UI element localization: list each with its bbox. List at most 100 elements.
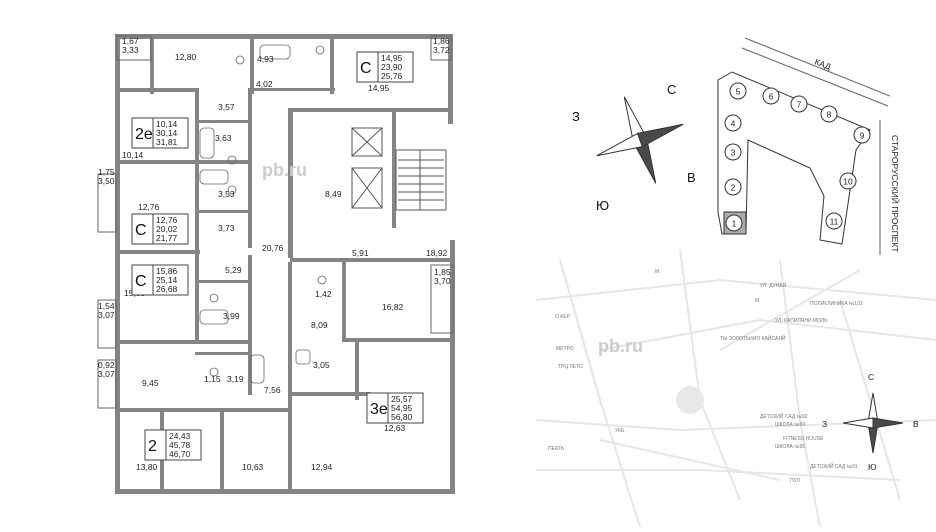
section-number: 10 [843, 177, 853, 187]
section-number: 11 [830, 217, 839, 227]
room-area-label: 12,80 [175, 52, 197, 62]
map-label: УКЕ [615, 428, 625, 434]
apartment-area: 46,70 [169, 449, 191, 459]
apartment-area: 10,14 [156, 119, 178, 129]
room-area-label: 3,53 [218, 189, 235, 199]
section-number: 7 [797, 100, 802, 110]
map-label: ШКОЛА №95 [775, 444, 805, 450]
building-section: 2 [724, 178, 742, 196]
apartment-area: 30,14 [156, 128, 178, 138]
room-area-label: 3,63 [215, 133, 232, 143]
section-number: 4 [731, 119, 736, 129]
room-area-label: 10,63 [242, 462, 264, 472]
map-label: ТЫ ЗОЛОТЬИИО КАЙСАЯЙ [720, 334, 786, 342]
room-area-label: 1,15 [204, 374, 221, 384]
apartment-area: 24,43 [169, 431, 191, 441]
compass-bottom [842, 392, 904, 454]
apartment-area: 31,81 [156, 137, 178, 147]
room-area-label: 5,91 [352, 248, 369, 258]
compass-top-east: В [687, 170, 696, 185]
apartment-type: 2е [135, 126, 153, 143]
building-section: 9 [853, 126, 871, 144]
room-area-label: 12,94 [311, 462, 333, 472]
room-area-label: 7,56 [264, 385, 281, 395]
building-section: 11 [825, 212, 843, 230]
room-area-label: 1,42 [315, 289, 332, 299]
room-area-label: 4,02 [256, 79, 273, 89]
section-number: 9 [860, 131, 865, 141]
room-area-label: 3,99 [223, 311, 240, 321]
floorplan-watermark: pb.ru [262, 160, 307, 180]
street-label: СТАРОРУССКИЙ ПРОСПЕКТ [890, 135, 901, 253]
apartment-area: 12,76 [156, 215, 178, 225]
section-number: 3 [731, 148, 736, 158]
apartment-area: 25,14 [156, 275, 178, 285]
apartment-type: 2 [148, 438, 157, 455]
room-area-label: 3,57 [218, 102, 235, 112]
room-area-label: 8,09 [311, 320, 328, 330]
apartment-area: 54,95 [391, 403, 413, 413]
apartment-area: 23,90 [381, 62, 403, 72]
compass-bottom-west: З [822, 419, 827, 429]
building-section: 3 [724, 143, 742, 161]
apartment-area: 15,86 [156, 266, 178, 276]
apartment-area: 56,80 [391, 412, 413, 422]
map-watermark: pb.ru [598, 336, 643, 356]
building-section: 1 [725, 214, 743, 232]
building-sections: 1 2 3 4 5 6 7 8 9 10 11 [717, 71, 871, 245]
compass-bottom-north: С [868, 372, 874, 382]
room-area-label: 5,29 [225, 265, 242, 275]
map-label: FITNESS HOUSE [783, 436, 824, 442]
apartment-type: 3е [370, 401, 388, 418]
room-area-label: 16,82 [382, 302, 404, 312]
building-section: 4 [724, 114, 742, 132]
map-label: УЛ. КАПИЛЯНИ МОЛЬ [775, 318, 828, 324]
room-area-label: 12,76 [138, 202, 160, 212]
compass-top-north: С [667, 82, 676, 97]
room-area-label: 3,19 [227, 374, 244, 384]
apartment-area: 25,57 [391, 394, 413, 404]
section-number: 6 [769, 92, 774, 102]
section-number: 1 [732, 219, 737, 229]
compass-bottom-east: В [913, 419, 919, 429]
map-metro-1: М [655, 269, 659, 275]
room-area-label: 4,93 [257, 54, 274, 64]
room-area-label: 20,76 [262, 243, 284, 253]
map-label: ДЕТСКИЙ САД №91 [810, 462, 858, 470]
map-label: ПОЛИКЛИНИКА №103 [810, 301, 863, 307]
map-label: МЕТРО [556, 346, 574, 352]
building-section: 8 [820, 105, 838, 123]
map-label: ПЕАТЬ [548, 446, 565, 452]
room-area-label: 10,14 [122, 150, 144, 160]
room-area-label: 13,80 [136, 462, 158, 472]
room-area-label: 18,92 [426, 248, 448, 258]
map-label: ДЕТСКИЙ САД №92 [760, 412, 808, 420]
apartment-area: 14,95 [381, 53, 403, 63]
staircase [351, 127, 447, 211]
apartment-area: 20,02 [156, 224, 178, 234]
building-section: 6 [762, 87, 780, 105]
apartment-area: 45,78 [169, 440, 191, 450]
apartment-area: 21,77 [156, 233, 178, 243]
apartment-area: 25,76 [381, 71, 403, 81]
apartment-type: С [135, 273, 147, 290]
compass-bottom-south: Ю [868, 462, 877, 472]
apartment-area: 26,68 [156, 284, 178, 294]
section-number: 5 [736, 87, 741, 97]
balconies [97, 35, 454, 409]
map-label: ШКОЛА №93 [775, 422, 805, 428]
